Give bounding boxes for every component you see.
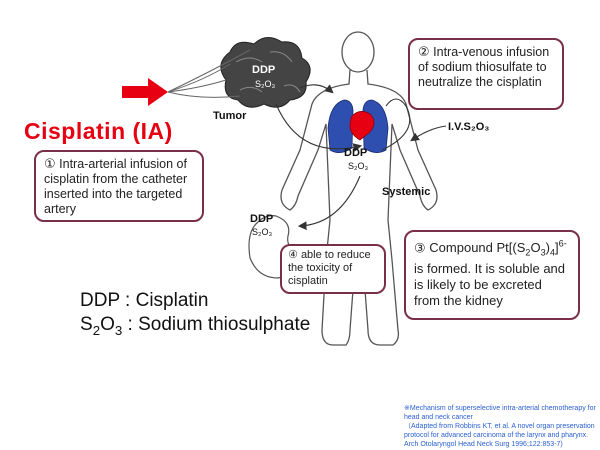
step-3-number: ③ xyxy=(414,240,426,256)
step-4-text: able to reduce the toxicity of cisplatin xyxy=(288,249,371,287)
step-2-number: ② xyxy=(418,44,430,59)
body-ddp-label: DDP xyxy=(344,147,368,159)
step-3-box: ③ Compound Pt[(S2O3)4]6- is formed. It i… xyxy=(404,230,580,320)
legend-ddp: DDP : Cisplatin xyxy=(80,290,209,311)
tumor-illustration xyxy=(220,37,311,108)
body-s2o3-label: S₂O₃ xyxy=(348,161,369,171)
legend-s2o3: S2O3 : Sodium thiosulphate xyxy=(80,314,311,338)
iv-label: I.V.S₂O₃ xyxy=(448,121,490,133)
infusion-arrow xyxy=(122,78,168,106)
step-4-box: ④ able to reduce the toxicity of cisplat… xyxy=(280,244,386,294)
step-2-text: Intra-venous infusion of sodium thiosulf… xyxy=(418,45,550,89)
step-4-number: ④ xyxy=(288,249,298,261)
citation-line-1: ※Mechanism of superselective intra-arter… xyxy=(404,405,596,421)
step-1-number: ① xyxy=(44,156,56,171)
heart-illustration xyxy=(349,111,375,141)
kidney-ddp-label: DDP xyxy=(250,213,274,225)
step-3-formula: Compound Pt[(S2O3)4]6- xyxy=(429,239,567,258)
tumor-ddp-label: DDP xyxy=(252,64,276,76)
kidney-s2o3-label: S₂O₃ xyxy=(252,227,273,237)
step-1-text: Intra-arterial infusion of cisplatin fro… xyxy=(44,157,188,216)
systemic-label: Systemic xyxy=(382,186,431,198)
diagram-title: Cisplatin (IA) xyxy=(24,118,173,144)
catheter-lines xyxy=(167,49,251,98)
citation: ※Mechanism of superselective intra-arter… xyxy=(404,404,596,449)
step-2-box: ② Intra-venous infusion of sodium thiosu… xyxy=(408,38,564,110)
tumor-s2o3-label: S₂O₃ xyxy=(255,79,276,89)
step-1-box: ① Intra-arterial infusion of cisplatin f… xyxy=(34,150,204,222)
citation-line-2: （Adapted from Robbins KT, et al. A novel… xyxy=(404,423,595,448)
flow-arrows xyxy=(275,84,447,231)
step-3-text: is formed. It is soluble and is likely t… xyxy=(414,260,566,308)
tumor-label: Tumor xyxy=(213,110,247,122)
